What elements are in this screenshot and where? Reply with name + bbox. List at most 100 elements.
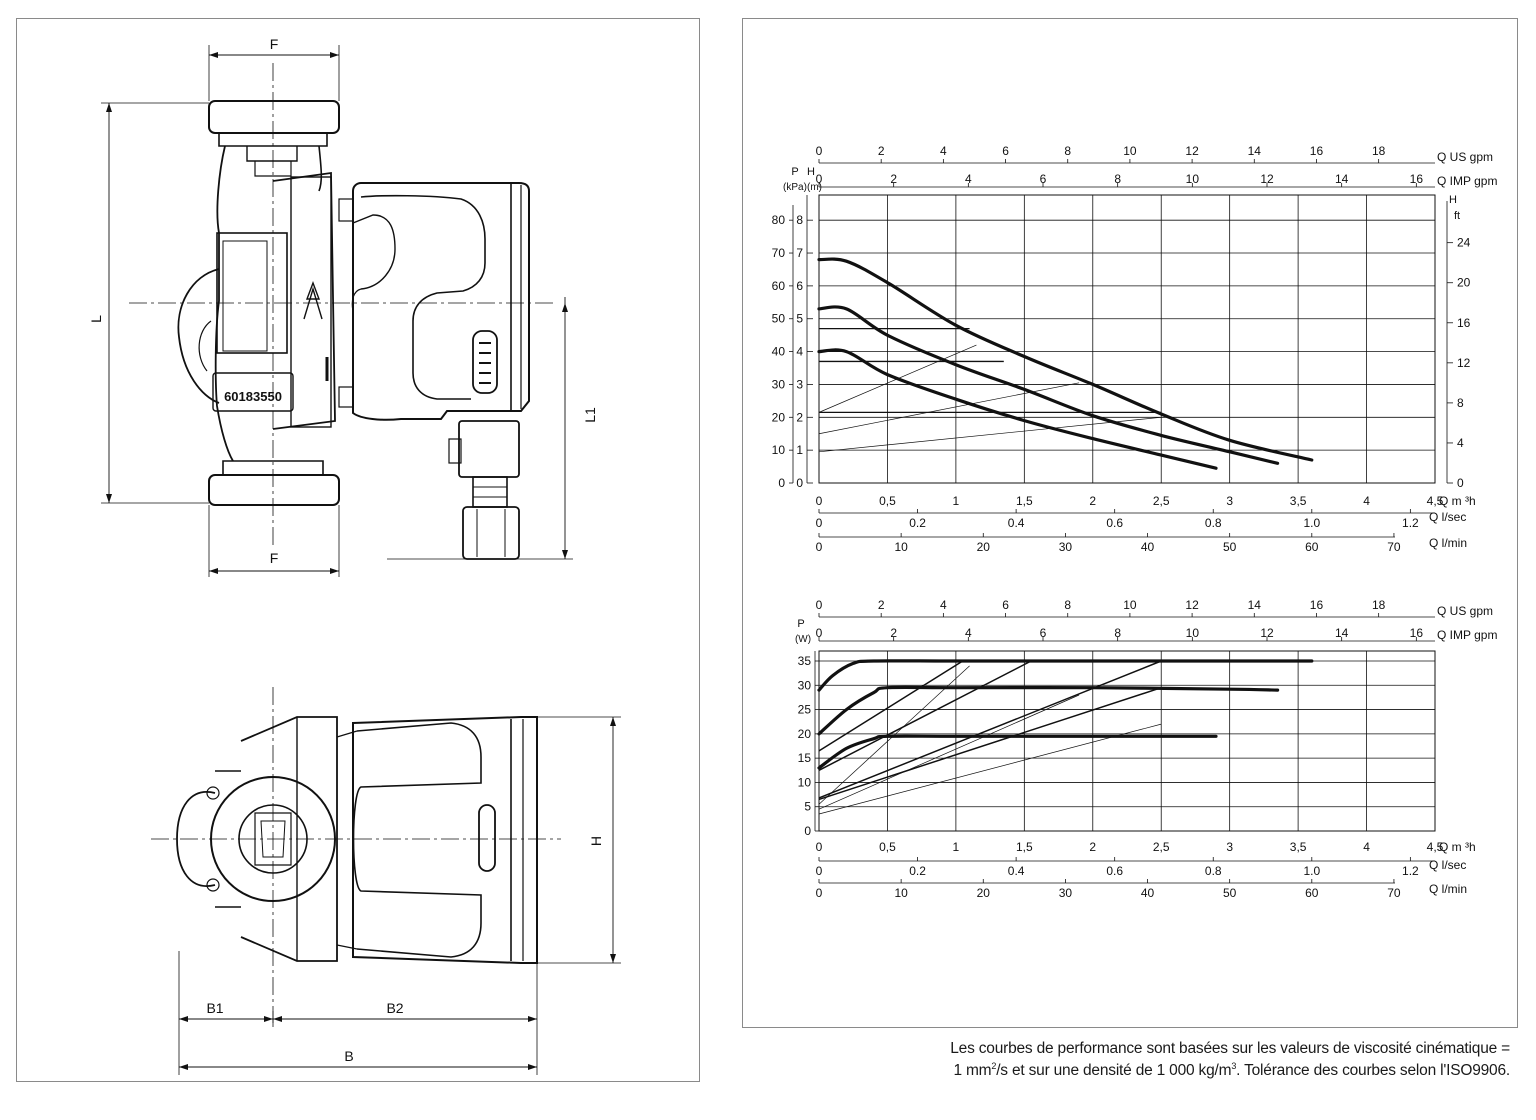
head-kpa-tick-label: 10 — [772, 443, 786, 457]
head-kpa-tick-label: 40 — [772, 345, 786, 359]
head-imp-gpm-label: Q IMP gpm — [1437, 174, 1497, 188]
head-m3h-tick-label: 4 — [1363, 494, 1370, 508]
note-line-2: 1 mm2/s et sur une densité de 1 000 kg/m… — [953, 1060, 1510, 1079]
power-w-tick-label: 30 — [798, 678, 812, 692]
head-lmin-tick-label: 60 — [1305, 540, 1319, 554]
power-m3h-tick-label: 3 — [1226, 840, 1233, 854]
performance-note: Les courbes de performance sont basées s… — [810, 1038, 1510, 1082]
dim-f-bottom-label: F — [270, 550, 279, 566]
head-us-gpm-tick-label: 2 — [878, 144, 885, 158]
head-lmin-tick-label: 20 — [977, 540, 991, 554]
power-imp-gpm-tick-label: 14 — [1335, 626, 1349, 640]
power-m3h-tick-label: 3,5 — [1290, 840, 1307, 854]
power-m3h-tick-label: 1,5 — [1016, 840, 1033, 854]
head-imp-gpm-tick-label: 6 — [1040, 172, 1047, 186]
power-ls-tick-label: 0.4 — [1008, 864, 1025, 878]
head-ft-unit-h: H — [1449, 194, 1457, 206]
dim-h-label: H — [588, 836, 604, 846]
head-m3h-tick-label: 3 — [1226, 494, 1233, 508]
head-us-gpm-tick-label: 14 — [1248, 144, 1262, 158]
head-curve-1 — [817, 257, 1314, 462]
head-ls-tick-label: 0.6 — [1106, 516, 1123, 530]
power-w-unit: (W) — [795, 634, 811, 645]
head-lmin-tick-label: 40 — [1141, 540, 1155, 554]
power-lmin-tick-label: 50 — [1223, 886, 1237, 900]
head-lmin-tick-label: 30 — [1059, 540, 1073, 554]
part-number-label: 60183550 — [224, 389, 282, 404]
head-us-gpm-tick-label: 16 — [1310, 144, 1324, 158]
power-w-tick-label: 35 — [798, 654, 812, 668]
dim-l-label: L — [88, 315, 104, 323]
power-m3h-tick-label: 4 — [1363, 840, 1370, 854]
power-control-line — [818, 660, 1162, 799]
head-imp-gpm-tick-label: 16 — [1410, 172, 1424, 186]
head-ft-unit-ft: ft — [1454, 210, 1460, 222]
head-lmin-tick-label: 70 — [1387, 540, 1401, 554]
power-ls-tick-label: 0.2 — [909, 864, 926, 878]
power-control-line — [818, 660, 964, 752]
dim-f-top-label: F — [270, 36, 279, 52]
power-w-tick-label: 5 — [804, 800, 811, 814]
head-imp-gpm-tick-label: 14 — [1335, 172, 1349, 186]
power-us-gpm-tick-label: 0 — [816, 598, 823, 612]
power-imp-gpm-tick-label: 16 — [1410, 626, 1424, 640]
power-m3h-tick-label: 0,5 — [879, 840, 896, 854]
head-m-tick-label: 3 — [796, 377, 803, 391]
power-imp-gpm-tick-label: 0 — [816, 626, 823, 640]
head-system-line — [818, 382, 1080, 435]
power-us-gpm-tick-label: 14 — [1248, 598, 1262, 612]
power-m3h-tick-label: 2,5 — [1153, 840, 1170, 854]
head-imp-gpm-tick-label: 8 — [1114, 172, 1121, 186]
power-imp-gpm-tick-label: 6 — [1040, 626, 1047, 640]
power-us-gpm-tick-label: 6 — [1002, 598, 1009, 612]
power-ls-label: Q l/sec — [1429, 858, 1466, 872]
power-imp-gpm-tick-label: 8 — [1114, 626, 1121, 640]
power-imp-gpm-tick-label: 10 — [1186, 626, 1200, 640]
power-us-gpm-tick-label: 12 — [1185, 598, 1199, 612]
power-control-line — [818, 687, 1162, 801]
head-us-gpm-label: Q US gpm — [1437, 150, 1493, 164]
power-p-unit: P — [797, 618, 804, 630]
power-imp-gpm-tick-label: 12 — [1260, 626, 1274, 640]
power-ls-tick-label: 0 — [816, 864, 823, 878]
head-m-tick-label: 5 — [796, 312, 803, 326]
head-system-line — [818, 416, 1162, 453]
dim-l1-label: L1 — [582, 407, 598, 423]
head-us-gpm-tick-label: 12 — [1185, 144, 1199, 158]
power-plot-frame — [818, 650, 1436, 832]
head-m3h-tick-label: 0,5 — [879, 494, 896, 508]
power-lmin-label: Q l/min — [1429, 882, 1467, 896]
head-m-tick-label: 0 — [796, 476, 803, 490]
power-m3h-tick-label: 2 — [1089, 840, 1096, 854]
head-p-unit: P — [791, 166, 798, 178]
head-m3h-tick-label: 0 — [816, 494, 823, 508]
head-m-tick-label: 6 — [796, 279, 803, 293]
head-h-unit: H — [807, 166, 815, 178]
power-lmin-tick-label: 20 — [977, 886, 991, 900]
pump-drawing: 60183550 F F L L1 — [88, 36, 621, 1075]
power-us-gpm-tick-label: 2 — [878, 598, 885, 612]
dim-b-label: B — [344, 1048, 353, 1064]
power-ls-tick-label: 1.2 — [1402, 864, 1419, 878]
head-ls-tick-label: 1.0 — [1303, 516, 1320, 530]
head-imp-gpm-tick-label: 10 — [1186, 172, 1200, 186]
head-us-gpm-tick-label: 18 — [1372, 144, 1386, 158]
head-imp-gpm-tick-label: 12 — [1260, 172, 1274, 186]
head-us-gpm-tick-label: 8 — [1064, 144, 1071, 158]
head-ls-label: Q l/sec — [1429, 510, 1466, 524]
head-curve-2 — [817, 305, 1280, 465]
power-lmin-tick-label: 0 — [816, 886, 823, 900]
head-kpa-tick-label: 20 — [772, 410, 786, 424]
note-line-1: Les courbes de performance sont basées s… — [950, 1040, 1510, 1057]
head-m-tick-label: 8 — [796, 213, 803, 227]
dim-b1-label: B1 — [206, 1000, 223, 1016]
power-system-line — [818, 694, 1080, 810]
head-ft-tick-label: 4 — [1457, 436, 1464, 450]
head-ls-tick-label: 0.8 — [1205, 516, 1222, 530]
head-imp-gpm-tick-label: 4 — [965, 172, 972, 186]
power-m3h-tick-label: 4,5 — [1427, 840, 1444, 854]
head-kpa-tick-label: 0 — [778, 476, 785, 490]
technical-drawing-panel: 60183550 F F L L1 — [16, 18, 700, 1082]
power-w-tick-label: 25 — [798, 703, 812, 717]
power-ls-tick-label: 0.6 — [1106, 864, 1123, 878]
